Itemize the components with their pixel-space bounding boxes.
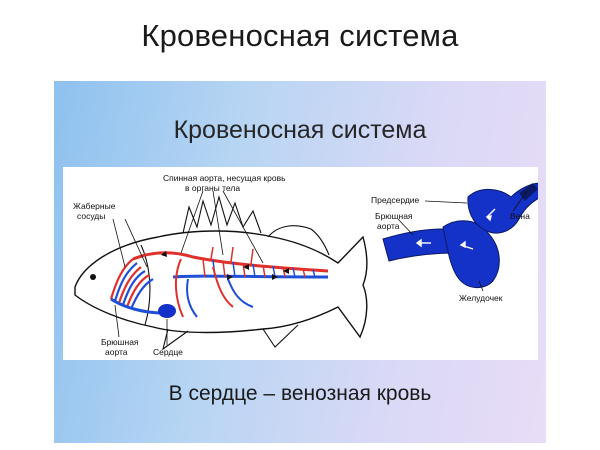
slide-caption: В сердце – венозная кровь (168, 382, 432, 405)
label-ventral-aorta-2: аорта (105, 347, 128, 357)
page-title: Кровеносная система (141, 18, 459, 53)
label-heart: Сердце (153, 347, 183, 357)
heart-illustration (382, 182, 538, 292)
fish-illustration (74, 190, 368, 351)
label-heart-ventral-aorta-2: аорта (377, 221, 400, 231)
anal-fin (262, 324, 299, 348)
soft-dorsal-fin (267, 225, 330, 256)
heart-vein (519, 183, 538, 201)
fish-leader-lines (112, 190, 264, 345)
gill-arches (109, 258, 154, 310)
heart-leader-lines (397, 190, 528, 292)
fish-heart (158, 304, 176, 318)
label-vein: Вена (510, 211, 530, 221)
pelvic-fin (162, 328, 189, 351)
segmental-vessels (202, 246, 316, 278)
dorsal-fin (182, 194, 262, 234)
label-heart-ventral-aorta: Брюшная (375, 211, 413, 221)
organ-vessels (175, 258, 254, 318)
label-dorsal-aorta: Спинная аорта, несущая кровь (163, 173, 286, 183)
gill-cover (140, 244, 151, 326)
ventral-aorta (110, 297, 164, 315)
heart-atrium (467, 182, 538, 234)
slide-title: Кровеносная система (173, 116, 427, 144)
diagram-svg: Спинная аорта, несущая кровь в органы те… (73, 173, 538, 357)
label-gill-vessels: Жаберные (73, 201, 116, 211)
label-ventral-aorta: Брюшная (101, 337, 139, 347)
label-atrium: Предсердие (371, 195, 420, 205)
heart-flow-arrows (415, 208, 496, 250)
label-dorsal-aorta-2: в органы тела (185, 183, 240, 193)
circulatory-diagram: Спинная аорта, несущая кровь в органы те… (63, 167, 538, 360)
fish-eye (90, 274, 96, 280)
flow-arrows (161, 251, 289, 280)
fish-body-outline (74, 230, 368, 339)
label-gill-vessels-2: сосуды (77, 211, 105, 221)
label-ventricle: Желудочек (459, 293, 503, 303)
